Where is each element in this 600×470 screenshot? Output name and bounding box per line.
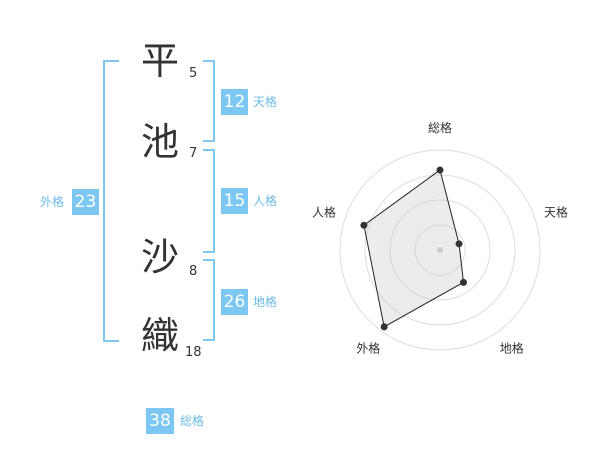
radar-ring-2: [389, 199, 491, 301]
chikaku-bracket: [203, 259, 215, 341]
stroke-count-3: 8: [189, 264, 198, 279]
radar-area: [363, 169, 465, 328]
tenkaku-value-badge: 12: [221, 89, 248, 115]
radar-point-3: [380, 323, 388, 331]
radar-axis-label-2: 地格: [500, 341, 524, 356]
name-char-4: 織: [141, 314, 180, 358]
jinkaku-label: 人格: [253, 194, 278, 208]
radar-point-0: [436, 166, 444, 174]
stroke-count-4: 18: [185, 345, 202, 360]
gaikaku-bracket: [103, 60, 119, 342]
radar-point-4: [360, 221, 368, 229]
jinkaku-bracket: [203, 149, 215, 253]
gaikaku-label: 外格: [40, 195, 65, 209]
name-char-3: 沙: [141, 235, 180, 279]
tenkaku-bracket: [203, 60, 215, 142]
radar-axis-label-3: 外格: [356, 341, 380, 356]
name-char-2: 池: [141, 120, 180, 164]
jinkaku-value-badge: 15: [221, 188, 248, 214]
gaikaku-value-badge: 23: [72, 189, 99, 215]
name-char-1: 平: [141, 39, 180, 83]
radar-axis-label-1: 天格: [544, 204, 568, 219]
tenkaku-label: 天格: [253, 95, 278, 109]
radar-ring-1: [414, 224, 466, 276]
soukaku-value-badge: 38: [146, 408, 174, 434]
radar-ring-4: [339, 149, 541, 351]
radar-ring-3: [364, 174, 516, 326]
radar-point-1: [455, 240, 463, 248]
stroke-count-1: 5: [189, 66, 198, 81]
radar-point-2: [460, 278, 468, 286]
chikaku-label: 地格: [253, 295, 278, 309]
chikaku-value-badge: 26: [221, 289, 248, 315]
radar-axis-label-4: 人格: [312, 204, 336, 219]
stroke-count-2: 7: [189, 146, 198, 161]
radar-axis-label-0: 総格: [428, 120, 452, 135]
radar-center-dot: [437, 247, 443, 253]
soukaku-label: 総格: [180, 414, 205, 428]
